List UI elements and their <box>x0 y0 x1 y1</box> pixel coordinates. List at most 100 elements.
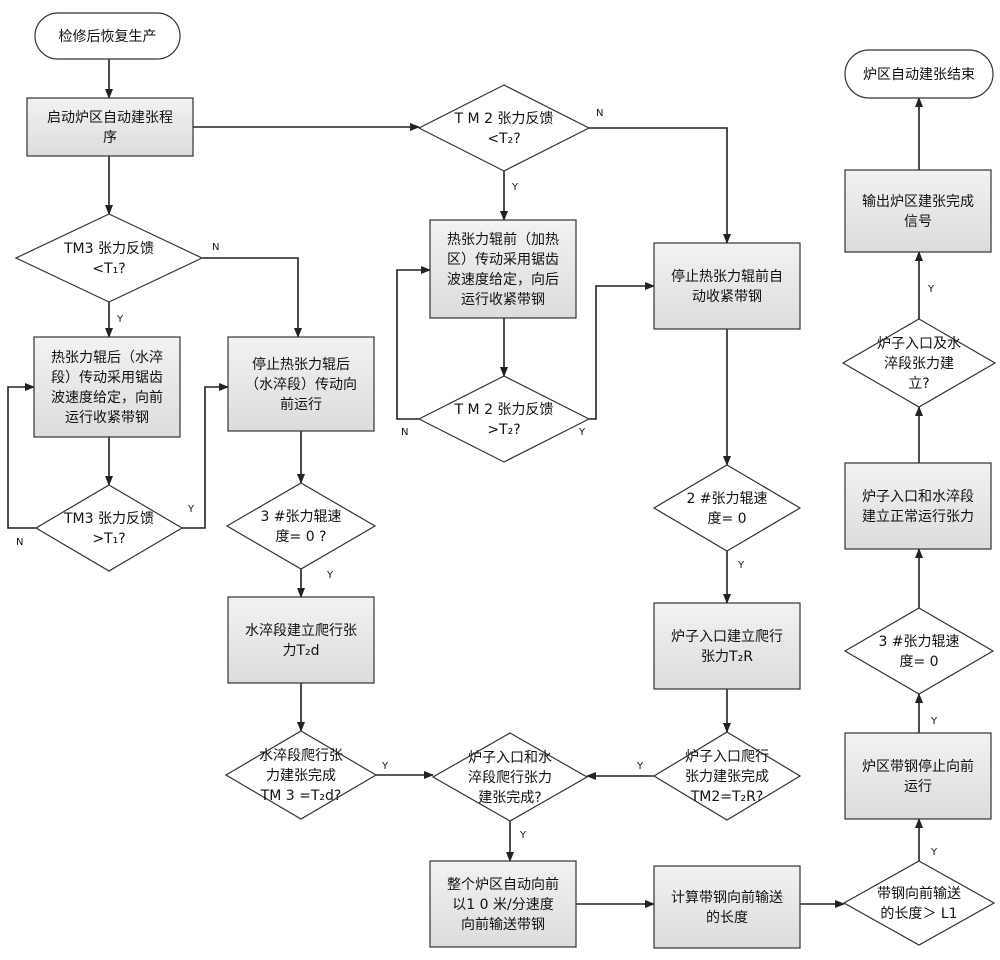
speed3-q1-diamond <box>225 482 377 570</box>
convey-text: 整个炉区自动向前 <box>447 876 559 893</box>
tm2-q2-node: T M 2 张力反馈>T₂? <box>417 375 591 463</box>
water-crawl-box <box>227 596 375 684</box>
rear-saw-text: 波速度给定，向前 <box>51 389 163 406</box>
tension-q-text: 立? <box>908 376 929 392</box>
water-crawl-q-text: 力建张完成 <box>266 768 336 784</box>
water-crawl-q-diamond <box>224 730 378 820</box>
len-q-diamond <box>842 860 996 946</box>
normal-tension-text: 炉子入口和水淬段 <box>862 489 974 505</box>
connector-arrow <box>589 127 731 244</box>
furnace-crawl-q-text: 炉子入口爬行 <box>685 749 769 765</box>
front-saw-text: 热张力辊前（加热 <box>447 231 559 248</box>
tm3-q1-text: TM3 张力反馈 <box>63 241 154 257</box>
edge-label-n-tm2-q2: N <box>401 427 408 438</box>
both-crawl-q-text: 淬段爬行张力 <box>468 770 552 786</box>
water-crawl-q-text: TM 3 =T₂d? <box>260 788 342 804</box>
stop-rear-text: （水淬段）传动向 <box>245 377 357 393</box>
speed2-q-diamond <box>652 464 802 552</box>
calc-len-box <box>653 865 801 949</box>
tm3-q1-text: <T₁? <box>92 261 125 277</box>
tension-q-text: 炉子入口及水 <box>877 336 961 352</box>
tm3-q2-node: TM3 张力反馈>T₁? <box>34 484 184 572</box>
tm2-q1-text: <T₂? <box>487 131 520 147</box>
furnace-crawl-text: 张力T₂R <box>701 649 753 665</box>
both-crawl-q-text: 建张完成? <box>478 790 541 806</box>
speed2-q-text: 度= 0 <box>707 511 746 527</box>
tension-q-diamond <box>841 318 997 408</box>
speed3-q2-text: 3 #张力辊速 <box>878 634 959 650</box>
stop-strip-text: 运行 <box>904 779 932 795</box>
tm2-q1-node: T M 2 张力反馈 <T₂? <box>417 84 591 172</box>
connector-arrow <box>589 282 655 420</box>
len-q-text: 的长度＞ L1 <box>880 906 957 922</box>
edge-label-y-tm2-q2: Y <box>578 427 586 438</box>
stop-front-text: 动收紧带钢 <box>692 289 762 305</box>
edge-label-n-tm2-q1: N <box>596 108 603 119</box>
edge-label-y-tm3-q2: Y <box>187 504 195 515</box>
start-terminal <box>34 12 181 60</box>
edge-label-y-tm3-q1: Y <box>116 314 124 325</box>
edge-label-y-water-crawl-q: Y <box>381 761 389 772</box>
output-signal-text: 输出炉区建张完成 <box>862 194 974 210</box>
edge-label-y-furnace-crawl-q: Y <box>636 761 644 772</box>
launch-text: 启动炉区自动建张程 <box>47 110 173 126</box>
calc-len-text: 计算带钢向前输送 <box>671 889 783 906</box>
stop-rear-box <box>227 336 375 432</box>
tm3-q2-text: TM3 张力反馈 <box>63 511 154 527</box>
connector-arrow <box>7 383 36 529</box>
start-text: 检修后恢复生产 <box>59 28 157 45</box>
water-crawl-text: 水淬段建立爬行张 <box>245 623 357 639</box>
calc-len-text: 的长度 <box>706 910 748 926</box>
rear-saw-text: 段）传动采用锯齿 <box>51 370 163 386</box>
speed3-q1-text: 3 #张力辊速 <box>260 509 341 525</box>
normal-tension-box <box>844 462 992 550</box>
front-saw-text: 波速度给定，向后 <box>447 272 559 288</box>
tm3-q1-node: TM3 张力反馈 <T₁? <box>14 213 204 303</box>
edge-label-y-speed2-q: Y <box>737 560 745 571</box>
tm2-q2-diamond <box>417 375 591 463</box>
furnace-crawl-q-text: 张力建张完成 <box>685 769 769 785</box>
front-saw-box <box>429 219 577 319</box>
output-signal-text: 信号 <box>904 214 932 230</box>
launch-text: 序 <box>103 130 117 146</box>
speed3-q2-diamond <box>843 607 995 695</box>
convey-text: 以1 0 米/分速度 <box>452 897 553 913</box>
tm2-q1-diamond <box>417 84 591 172</box>
edge-label-y-speed3-q2: Y <box>930 716 938 727</box>
connector-arrow <box>182 383 229 529</box>
end-node: 炉区自动建张结束 <box>844 49 994 99</box>
tm2-q1-text: T M 2 张力反馈 <box>454 111 554 127</box>
both-crawl-q-text: 炉子入口和水 <box>468 750 552 766</box>
edge-label-n-tm3-q2: N <box>16 537 23 548</box>
edge-label-y-tension-q: Y <box>927 284 935 295</box>
furnace-crawl-q-text: TM2=T₂R? <box>690 789 764 805</box>
edge-label-y-both-crawl-q: Y <box>519 830 527 841</box>
tm2-q2-text: T M 2 张力反馈 <box>454 402 554 418</box>
stop-strip-box <box>844 732 992 820</box>
connector-arrow <box>396 266 431 420</box>
stop-front-text: 停止热张力辊前自 <box>671 268 783 285</box>
normal-tension-text: 建立正常运行张力 <box>862 509 974 525</box>
furnace-crawl-q-diamond <box>652 731 802 821</box>
